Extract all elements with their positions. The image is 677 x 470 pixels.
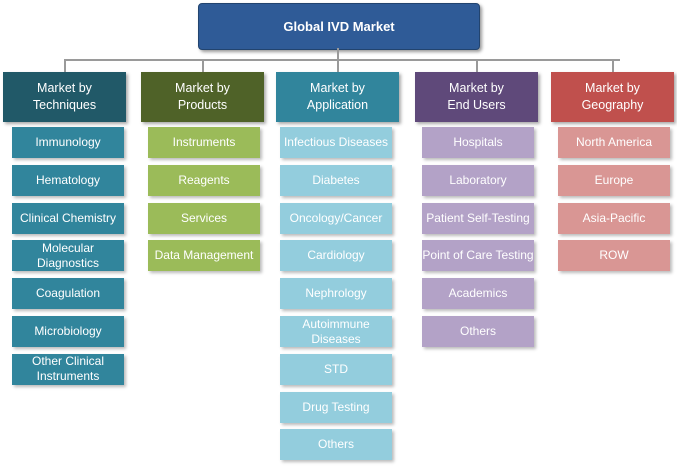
category-item: Others [280, 429, 392, 461]
category-item: Diabetes [280, 164, 392, 196]
category-item: Microbiology [12, 316, 124, 347]
category-header-techniques: Market by Techniques [3, 72, 126, 122]
connector-application [337, 60, 339, 72]
category-item: Patient Self-Testing [422, 202, 534, 234]
category-item: Others [422, 316, 534, 347]
category-item: Asia-Pacific [558, 202, 670, 234]
category-item: Hospitals [422, 127, 534, 158]
category-item: Nephrology [280, 278, 392, 310]
category-item: Cardiology [280, 240, 392, 272]
category-header-products: Market by Products [141, 72, 264, 122]
category-item: Services [148, 202, 260, 234]
category-item: Coagulation [12, 278, 124, 310]
category-item: Molecular Diagnostics [12, 240, 124, 272]
category-item: Instruments [148, 127, 260, 158]
category-item: Hematology [12, 164, 124, 196]
category-item: Academics [422, 278, 534, 310]
connector-techniques [64, 60, 66, 72]
category-item: Data Management [148, 240, 260, 272]
category-item: Other Clinical Instruments [12, 353, 124, 385]
category-item: Drug Testing [280, 391, 392, 423]
category-header-application: Market by Application [276, 72, 399, 122]
category-item: Europe [558, 164, 670, 196]
connector-vertical-root [337, 48, 339, 60]
connector-products [202, 60, 204, 72]
category-item: Clinical Chemistry [12, 202, 124, 234]
category-item: Oncology/Cancer [280, 202, 392, 234]
category-item: Autoimmune Diseases [280, 316, 392, 347]
category-item: Point of Care Testing [422, 240, 534, 272]
category-item: Laboratory [422, 164, 534, 196]
category-item: Infectious Diseases [280, 127, 392, 158]
category-header-end-users: Market by End Users [415, 72, 538, 122]
connector-end-users [476, 60, 478, 72]
connector-horizontal [64, 59, 620, 61]
category-header-geography: Market by Geography [551, 72, 674, 122]
category-item: North America [558, 127, 670, 158]
category-item: STD [280, 353, 392, 385]
root-node-global-ivd-market: Global IVD Market [198, 3, 480, 50]
category-item: Immunology [12, 127, 124, 158]
category-item: ROW [558, 240, 670, 272]
category-item: Reagents [148, 164, 260, 196]
connector-geography [612, 60, 614, 72]
